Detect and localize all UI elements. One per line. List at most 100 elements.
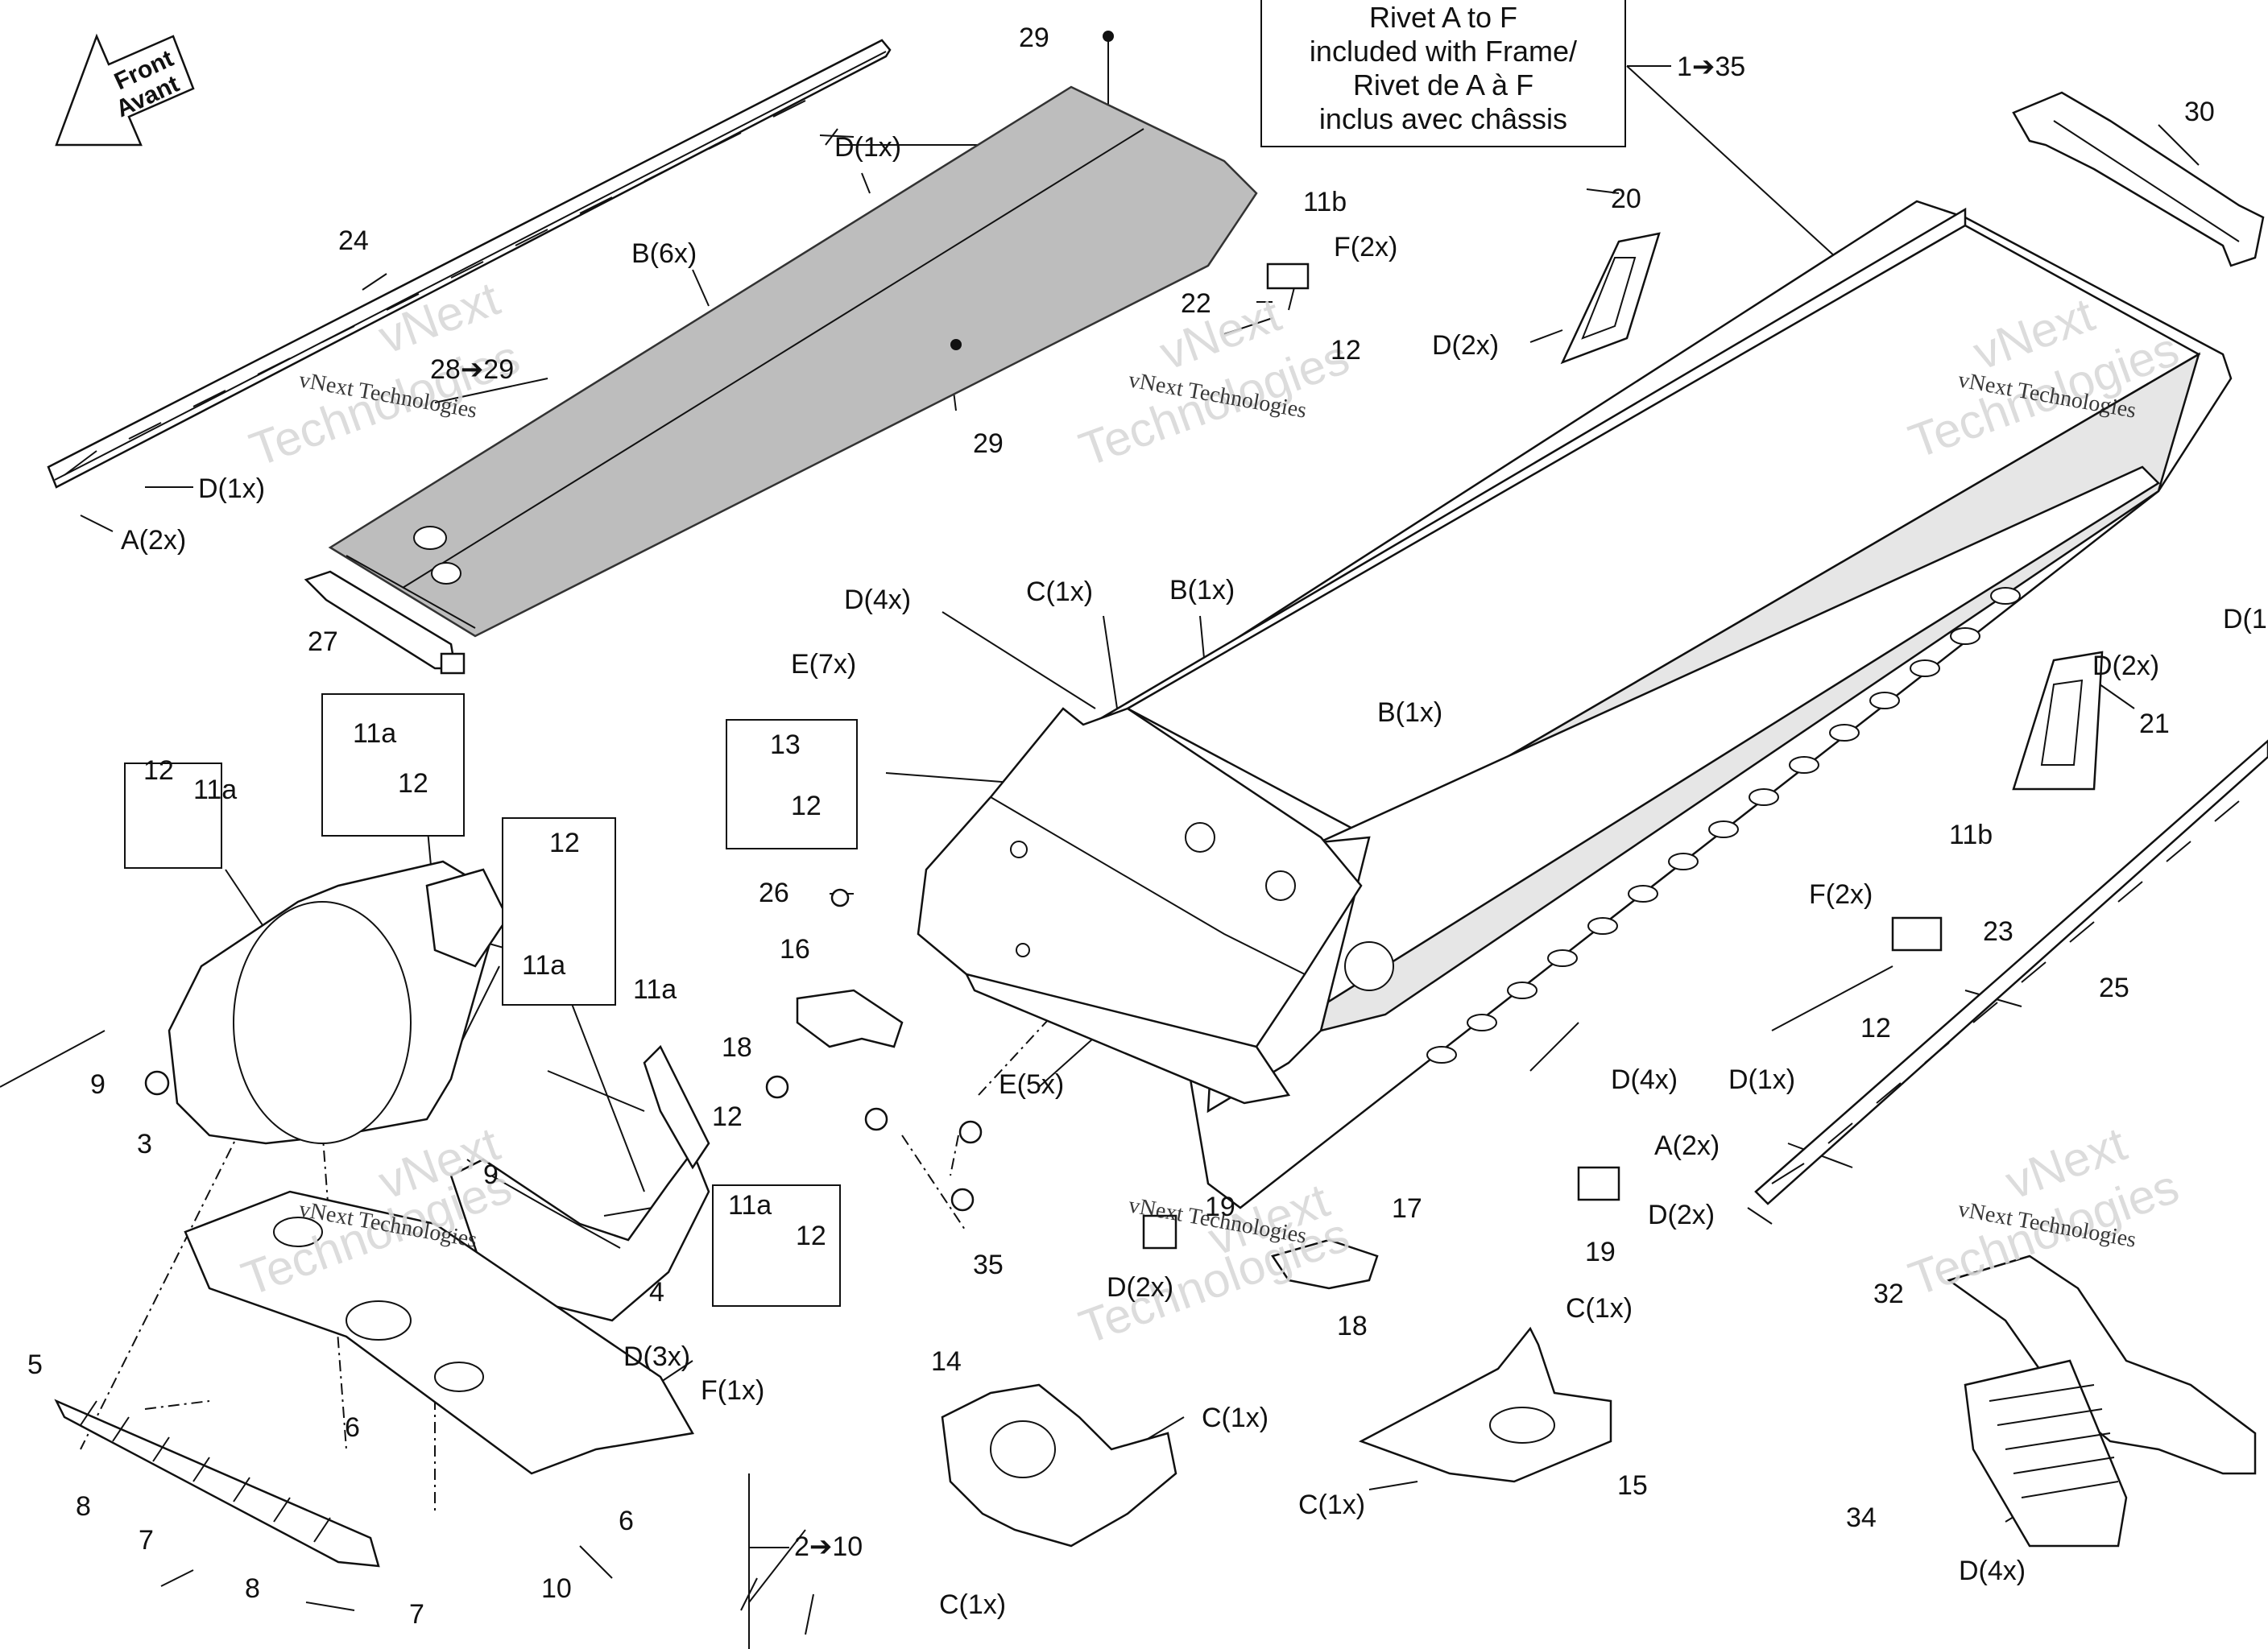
callout-18-a: 18: [722, 1032, 752, 1063]
callout-c1x-b: C(1x): [1566, 1293, 1633, 1324]
part-32-rear-rack: [1947, 1254, 2257, 1548]
part-24-side-rail: [47, 39, 892, 489]
note-line-3: Rivet de A à F: [1353, 68, 1533, 101]
callout-16: 16: [780, 934, 810, 965]
callout-b6x: B(6x): [631, 238, 697, 269]
hardware-parts: [144, 262, 1943, 1250]
callout-11a-b: 11a: [193, 775, 237, 805]
callout-d2x-d: D(2x): [1107, 1272, 1173, 1303]
callout-17: 17: [1392, 1193, 1422, 1224]
callout-a2x-b: A(2x): [1654, 1130, 1720, 1161]
callout-35: 35: [973, 1250, 1004, 1280]
callout-d2x-c: D(2x): [1648, 1200, 1715, 1230]
callout-23: 23: [1983, 916, 2013, 947]
callout-d1x-a: D(1x): [834, 132, 901, 163]
callout-labels: 29 1➔35 30 D(1x) 24 B(6x) 11b F(2x) 20 2…: [27, 23, 2267, 1630]
callout-19-a: 19: [1205, 1192, 1235, 1222]
callout-e5x: E(5x): [999, 1069, 1064, 1100]
callout-12-e: 12: [549, 828, 580, 858]
callout-11a-c: 11a: [522, 950, 565, 981]
callout-d1-edge: D(1: [2223, 604, 2267, 634]
callout-9-a: 9: [90, 1069, 106, 1100]
callout-11a-a: 11a: [353, 718, 396, 749]
callout-7-b: 7: [409, 1599, 424, 1630]
callout-b1x-b: B(1x): [1377, 697, 1442, 728]
callout-7-a: 7: [139, 1525, 154, 1556]
callout-c1x-c: C(1x): [1202, 1403, 1269, 1433]
callout-d4x-c: D(4x): [1959, 1556, 2026, 1586]
part-bumper-bar: [54, 1399, 380, 1568]
callout-d2x-b: D(2x): [2092, 651, 2159, 681]
callout-12-f: 12: [1860, 1013, 1891, 1044]
callout-d4x-b: D(4x): [1611, 1064, 1678, 1095]
part-25-side-rail: [1754, 739, 2268, 1205]
callout-19-b: 19: [1585, 1237, 1616, 1267]
note-line-1: Rivet A to F: [1369, 1, 1517, 34]
callout-14: 14: [931, 1346, 962, 1377]
callout-4: 4: [649, 1277, 664, 1308]
part-14-cover: [941, 1383, 1177, 1548]
callout-9-b: 9: [483, 1159, 499, 1190]
callout-6-a: 6: [345, 1412, 360, 1443]
callout-5: 5: [27, 1349, 43, 1380]
callout-12-h: 12: [796, 1221, 826, 1251]
part-27-bracket: [304, 570, 466, 675]
callout-1-35: 1➔35: [1677, 52, 1745, 82]
callout-20: 20: [1611, 184, 1641, 214]
callout-34: 34: [1846, 1502, 1877, 1533]
callout-11b-a: 11b: [1303, 187, 1347, 217]
callout-27: 27: [308, 626, 338, 657]
callout-a2x-a: A(2x): [121, 525, 186, 556]
callout-32: 32: [1873, 1279, 1904, 1309]
callout-28-29: 28➔29: [430, 354, 514, 385]
callout-12-g: 12: [712, 1101, 743, 1132]
callout-f1x: F(1x): [701, 1375, 764, 1406]
callout-30: 30: [2184, 97, 2215, 127]
part-15-cover: [1358, 1326, 1612, 1483]
part-3-bulkhead: [168, 860, 509, 1145]
callout-12-c: 12: [143, 755, 174, 786]
callout-8-b: 8: [245, 1573, 260, 1604]
callout-boxes: [124, 0, 1626, 1307]
callout-6-b: 6: [619, 1506, 634, 1536]
part-20-gusset: [1560, 232, 1661, 365]
callout-c1x-e: C(1x): [939, 1589, 1006, 1620]
callout-25: 25: [2099, 973, 2129, 1003]
callout-d3x: D(3x): [623, 1341, 690, 1372]
callout-11b-b: 11b: [1949, 820, 1993, 850]
callout-d1x-b: D(1x): [198, 473, 265, 504]
callout-22: 22: [1181, 288, 1211, 319]
callout-f2x-b: F(2x): [1809, 879, 1873, 910]
callout-3: 3: [137, 1129, 152, 1159]
callout-d4x-a: D(4x): [844, 585, 911, 615]
part-17-bracket: [1271, 1238, 1379, 1290]
callout-12-a: 12: [1331, 335, 1361, 366]
callout-24: 24: [338, 225, 369, 256]
callout-d1x-c: D(1x): [1728, 1064, 1795, 1095]
part-21-gusset: [2012, 651, 2104, 791]
callout-13: 13: [770, 729, 801, 760]
callout-12-d: 12: [791, 791, 822, 821]
callout-29-top: 29: [1019, 23, 1049, 53]
callout-29-mid: 29: [973, 428, 1004, 459]
part-16-bracket: [796, 989, 904, 1048]
callout-10: 10: [541, 1573, 572, 1604]
callout-12-b: 12: [398, 768, 428, 799]
callout-8-a: 8: [76, 1491, 91, 1522]
part-28-tunnel-mesh: [328, 31, 1258, 638]
callout-11a-d: 11a: [633, 974, 677, 1005]
callout-18-b: 18: [1337, 1311, 1368, 1341]
callout-f2x-a: F(2x): [1334, 232, 1397, 262]
note-line-2: included with Frame/: [1310, 35, 1577, 68]
front-arrow: Front Avant: [55, 33, 195, 147]
frame-perforations: [1426, 587, 2021, 1064]
main-tunnel-frame: [917, 200, 2233, 1209]
callout-c1x-d: C(1x): [1298, 1490, 1365, 1520]
callout-c1x-a: C(1x): [1026, 577, 1093, 607]
part-5-skid-plate: [184, 1190, 694, 1475]
callout-15: 15: [1617, 1470, 1648, 1501]
part-30-bracket: [2012, 91, 2265, 267]
rivet-note: Rivet A to F included with Frame/ Rivet …: [1310, 1, 1577, 135]
callout-26: 26: [759, 878, 789, 908]
